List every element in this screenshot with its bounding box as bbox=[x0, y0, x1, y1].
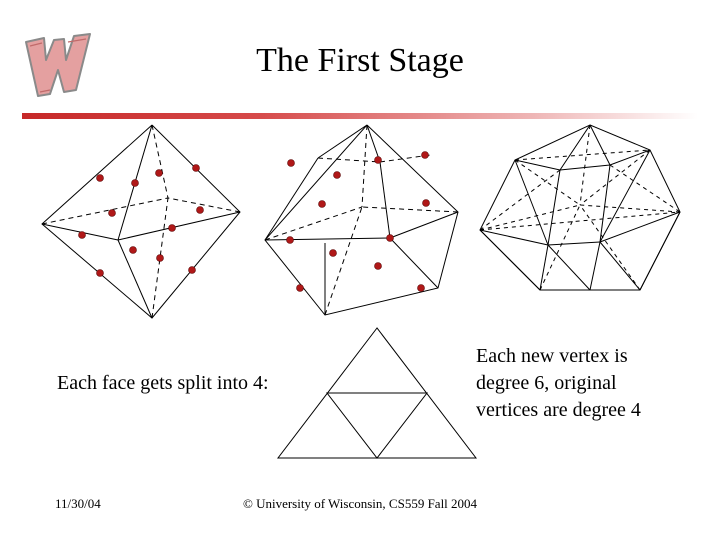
degree-caption-line: Each new vertex is bbox=[476, 345, 628, 367]
degree-caption-line: vertices are degree 4 bbox=[476, 399, 641, 421]
octahedron-original bbox=[41, 124, 241, 319]
slide-footer: © University of Wisconsin, CS559 Fall 20… bbox=[242, 496, 478, 511]
slide-date: 11/30/04 bbox=[55, 496, 101, 511]
split-triangle bbox=[276, 327, 478, 459]
title-divider bbox=[22, 113, 698, 119]
degree-caption: Each new vertex is degree 6, original ve… bbox=[476, 343, 641, 424]
degree-caption-line: degree 6, original bbox=[476, 372, 617, 394]
split-caption: Each face gets split into 4: bbox=[57, 372, 269, 394]
university-w-logo bbox=[25, 33, 91, 97]
new-vertex-dots bbox=[78, 151, 430, 292]
slide-title: The First Stage bbox=[256, 42, 464, 79]
octahedron-subdivided bbox=[479, 124, 681, 291]
octahedron-split bbox=[264, 124, 459, 316]
